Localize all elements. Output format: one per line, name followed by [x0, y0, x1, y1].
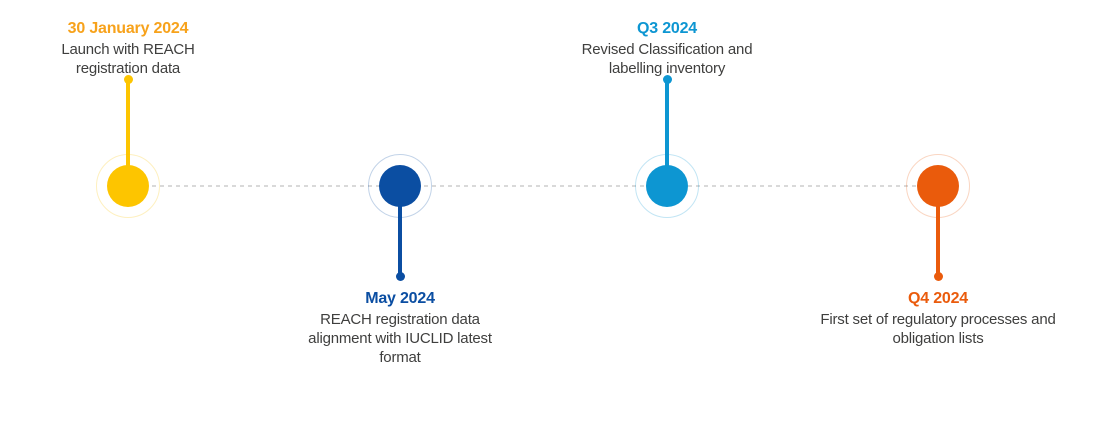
milestone-halo-ring	[96, 154, 160, 218]
milestone-label: Q3 2024 Revised Classification and label…	[563, 19, 771, 78]
milestone-stem	[398, 186, 402, 277]
timeline-track	[128, 185, 938, 187]
milestone-date: 30 January 2024	[67, 20, 189, 37]
milestone-dot	[107, 165, 149, 207]
milestone-stem	[126, 80, 130, 186]
stem-tip-dot	[123, 75, 133, 84]
milestone-halo-ring	[906, 154, 970, 218]
milestone-description: Revised Classification and labelling inv…	[581, 41, 753, 77]
milestone-date: May 2024	[365, 290, 435, 307]
milestone-stem	[665, 80, 669, 186]
milestone-description: First set of regulatory processes and ob…	[820, 311, 1056, 347]
milestone-dot	[646, 165, 688, 207]
milestone-halo-ring	[368, 154, 432, 218]
milestone-dot	[917, 165, 959, 207]
milestone-date: Q3 2024	[637, 20, 697, 37]
milestone-dot	[379, 165, 421, 207]
milestone-description: Launch with REACH registration data	[61, 41, 195, 77]
milestone-label: 30 January 2024 Launch with REACH regist…	[39, 19, 217, 78]
milestone-label: Q4 2024 First set of regulatory processe…	[814, 289, 1062, 348]
milestone-label: May 2024 REACH registration data alignme…	[304, 289, 496, 367]
milestone-stem	[936, 186, 940, 277]
milestone-date: Q4 2024	[908, 290, 968, 307]
milestone-description: REACH registration data alignment with I…	[308, 311, 492, 366]
stem-tip-dot	[662, 75, 672, 84]
milestone-halo-ring	[635, 154, 699, 218]
